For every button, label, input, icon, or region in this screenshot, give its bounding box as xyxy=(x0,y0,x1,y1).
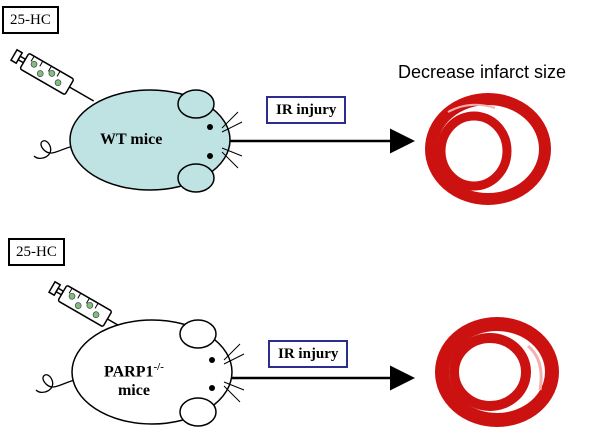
mouse-label-bottom-line1: PARP1 xyxy=(104,363,154,381)
compound-label-bottom: 25-HC xyxy=(8,238,65,266)
syringe-icon xyxy=(9,48,95,102)
wt-mouse xyxy=(33,89,243,193)
result-label-top: Decrease infarct size xyxy=(398,62,567,82)
mouse-label-bottom-line2: mice xyxy=(117,382,150,400)
heart-ring-icon xyxy=(435,317,559,427)
mouse-label-bottom: PARP1-/- mice xyxy=(104,358,164,400)
ir-injury-label-bottom: IR injury xyxy=(268,340,349,368)
syringe-icon xyxy=(47,280,133,334)
heart-ring-icon xyxy=(425,93,551,205)
parp1-knockout-mouse xyxy=(35,319,245,427)
compound-label-top: 25-HC xyxy=(2,6,59,34)
ir-injury-label-top: IR injury xyxy=(266,96,347,124)
mouse-label-bottom-sup: -/- xyxy=(153,361,164,373)
mouse-label-top: WT mice xyxy=(100,131,163,148)
